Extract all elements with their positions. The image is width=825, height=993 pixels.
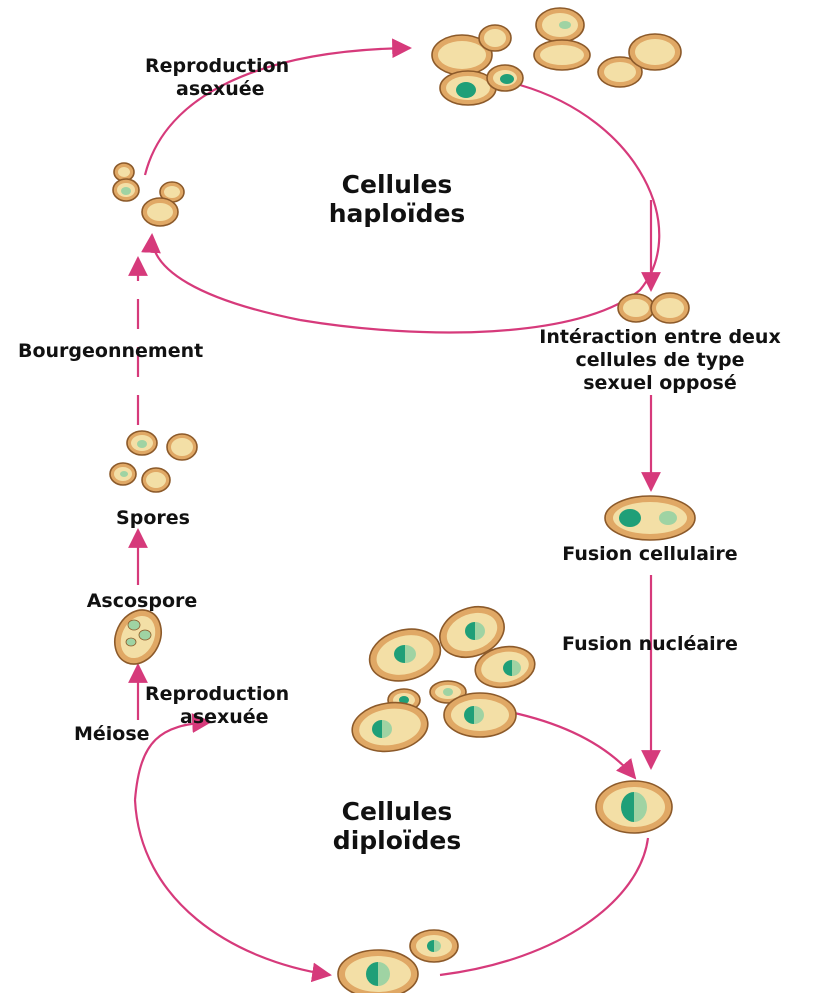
arrow-diploid-left-bottom [135,800,330,975]
label-haploid-cells-line1: Cellules [342,170,453,199]
label-asexual-reproduction-top-line2: asexuée [176,78,265,100]
label-interaction-line2: cellules de type [575,349,744,371]
diploid-cell-right [596,781,672,833]
label-meiosis: Méiose [74,723,150,745]
label-diploid-cells-line2: diploïdes [333,826,461,855]
label-diploid-cells-line1: Cellules [342,797,453,826]
diploid-budding-cell-bottom [338,930,458,993]
label-ascospore: Ascospore [87,590,198,612]
arrow-haploid-bottom [152,235,300,320]
label-asexual-reproduction-top-line1: Reproduction [145,55,289,77]
label-cell-fusion: Fusion cellulaire [562,543,737,565]
arrow-diploid-bottom-right [440,838,648,975]
label-spores: Spores [116,507,190,529]
label-haploid-cells-line2: haploïdes [329,199,466,228]
label-nuclear-fusion: Fusion nucléaire [562,633,738,655]
label-asexual-reproduction-bottom-line1: Reproduction [145,683,289,705]
label-budding: Bourgeonnement [18,340,203,362]
haploid-budding-cells-left [113,163,184,226]
label-interaction-line1: Intéraction entre deux [539,326,780,348]
diploid-cell-cluster [349,598,538,756]
ascospore-cell [106,602,170,671]
label-interaction-line3: sexuel opposé [583,372,737,394]
haploid-cell-cluster-top [432,8,681,105]
fused-cell [605,496,695,540]
arrow-cluster-to-diploid [510,712,635,778]
label-asexual-reproduction-bottom-line2: asexuée [180,706,269,728]
mating-pair-cells [618,293,689,323]
spore-cells [110,431,197,492]
